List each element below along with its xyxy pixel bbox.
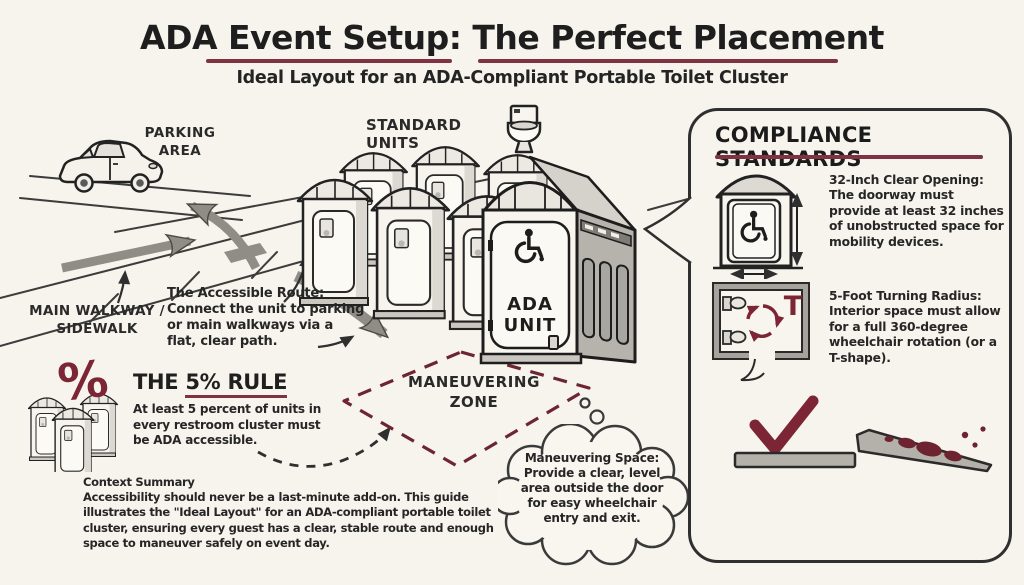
clear-opening-text: 32-Inch Clear Opening: The doorway must … (829, 173, 1007, 250)
context-summary: Context Summary Accessibility should nev… (83, 475, 519, 551)
five-percent-rule-title: THE 5% RULE (133, 370, 288, 398)
thought-dot-large (589, 409, 605, 425)
arrow-along-walkway (61, 233, 197, 273)
ada-unit: ADA UNIT (479, 155, 637, 365)
panel-pointer-tail (643, 196, 692, 265)
thought-bubble-text: Maneuvering Space: Provide a clear, leve… (513, 451, 671, 526)
level-ground (733, 451, 857, 469)
title-underline-right (478, 59, 838, 63)
arrow-rule-to-zone (257, 426, 391, 468)
rule-title-name: 5% RULE (185, 370, 288, 398)
clear-opening-heading: 32-Inch Clear Opening: (829, 173, 984, 187)
spill-illustration (884, 426, 986, 462)
ada-door-line2: UNIT (504, 315, 557, 336)
parking-area-label: PARKING AREA (144, 125, 216, 160)
thought-bubble-title: Maneuvering Space: (524, 451, 660, 465)
turning-radius-icon: T (712, 282, 810, 382)
clear-opening-icon (713, 174, 803, 279)
car-illustration (58, 139, 164, 193)
standard-units-label: STANDARD UNITS (366, 116, 462, 152)
accessible-route-callout: The Accessible Route: Connect the unit t… (167, 286, 377, 349)
walkway-label: MAIN WALKWAY / SIDEWALK (29, 303, 165, 337)
accessible-route-title: The Accessible Route: (167, 286, 325, 301)
ada-door-line1: ADA (507, 294, 553, 315)
arrow-route-callout (317, 335, 355, 349)
compliance-title-underline (715, 155, 983, 159)
page-subtitle: Ideal Layout for an ADA-Compliant Portab… (236, 68, 788, 88)
t-shape-symbol: T (784, 291, 803, 322)
context-summary-title: Context Summary (83, 475, 195, 489)
compliance-panel-title: COMPLIANCE STANDARDS (715, 123, 873, 171)
turning-radius-heading: 5-Foot Turning Radius: (829, 289, 982, 303)
compliance-standards-panel: COMPLIANCE STANDARDS 32-Inch Clear Openi… (688, 108, 1012, 563)
maneuvering-zone-outline (342, 350, 591, 468)
level-vs-slope-illustration (733, 395, 993, 473)
clear-opening-body: The doorway must provide at least 32 inc… (829, 188, 1004, 249)
rule-title-prefix: THE (133, 370, 179, 394)
thought-bubble (498, 424, 688, 566)
turning-radius-body: Interior space must allow for a full 360… (829, 304, 1001, 365)
toilet-icon (506, 104, 542, 154)
thought-dot-small (579, 397, 591, 409)
context-summary-body: Accessibility should never be a last-min… (83, 490, 494, 550)
maneuvering-zone-label: MANEUVERING ZONE (408, 373, 540, 411)
page-title: ADA Event Setup: The Perfect Placement (140, 18, 884, 57)
five-percent-rule-body: At least 5 percent of units in every res… (133, 402, 322, 448)
check-icon (749, 395, 819, 455)
toilet-cluster-illustration: ADA UNIT (296, 145, 637, 365)
arrow-to-parking (185, 201, 261, 271)
percent-icon: % (55, 349, 112, 413)
thought-bubble-body: Provide a clear, level area outside the … (520, 466, 664, 525)
accessible-route-body: Connect the unit to parking or main walk… (167, 301, 365, 349)
arrow-walkway-callout (116, 270, 131, 304)
title-underline-left (206, 59, 452, 63)
turning-radius-text: 5-Foot Turning Radius: Interior space mu… (829, 289, 1007, 366)
